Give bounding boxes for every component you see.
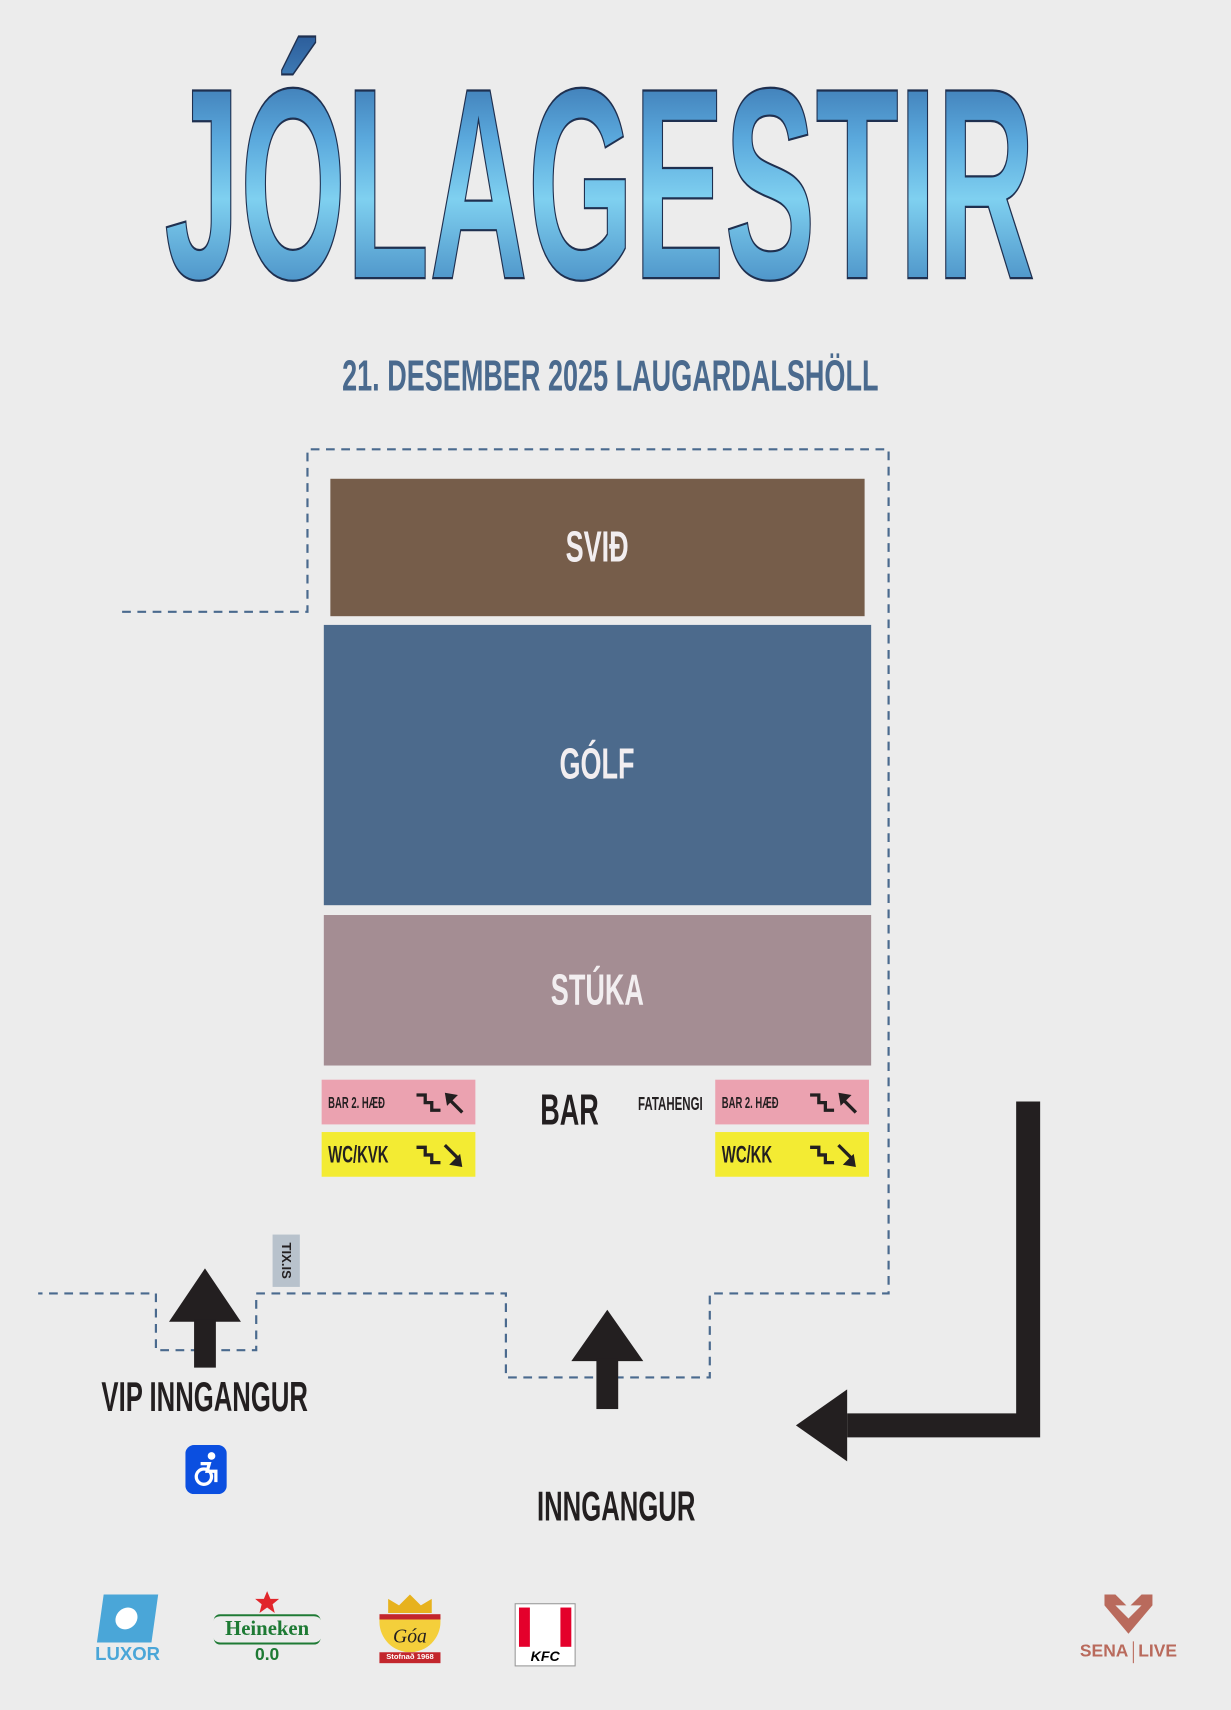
main-entrance-label: INNGANGUR — [536, 1483, 696, 1530]
accessibility-icon — [185, 1445, 227, 1495]
goa-sub: Stofnað 1968 — [379, 1652, 441, 1664]
vip-arrow-icon — [168, 1268, 241, 1368]
zone-floor: GÓLF — [323, 624, 872, 906]
bar-2nd-floor-right: BAR 2. HÆÐ — [715, 1079, 869, 1125]
zone-stands: STÚKA — [323, 915, 872, 1066]
bar-label: BAR 2. HÆÐ — [721, 1093, 779, 1111]
luxor-lamp-icon — [96, 1594, 159, 1643]
heineken-label: Heineken — [213, 1614, 321, 1645]
sena-chevron-icon — [1104, 1594, 1153, 1634]
luxor-label: LUXOR — [95, 1643, 161, 1665]
cloakroom-label: FATAHENGI — [638, 1093, 703, 1115]
kfc-logo: KFC — [514, 1603, 576, 1667]
wc-label: WC/KK — [721, 1140, 773, 1168]
wc-women: WC/KVK — [321, 1132, 476, 1177]
star-icon — [255, 1591, 280, 1613]
event-title: JÓLAGESTIR — [164, 31, 1035, 336]
direction-arrow-icon — [795, 1101, 1041, 1462]
zone-stage: SVIÐ — [330, 478, 865, 617]
entrance-arrow-icon — [571, 1309, 644, 1410]
tix-label: TIX.IS — [278, 1242, 294, 1279]
sena-label: SENA — [1079, 1642, 1129, 1661]
goa-logo: Góa Stofnað 1968 — [379, 1592, 441, 1671]
stairs-up-icon — [810, 1092, 858, 1114]
event-subtitle: 21. DESEMBER 2025 LAUGARDALSHÖLL — [342, 351, 879, 400]
bar-label: BAR 2. HÆÐ — [328, 1093, 385, 1111]
bar-label-main: BAR — [539, 1085, 599, 1134]
live-label: LIVE — [1132, 1641, 1177, 1664]
vip-entrance-label: VIP INNGANGUR — [101, 1374, 309, 1421]
stairs-down-icon — [416, 1143, 463, 1167]
heineken-logo: Heineken 0.0 — [213, 1590, 321, 1673]
kfc-label: KFC — [530, 1647, 560, 1665]
zone-stage-label: SVIÐ — [565, 522, 630, 571]
wc-label: WC/KVK — [328, 1140, 389, 1168]
bar-2nd-floor-left: BAR 2. HÆÐ — [321, 1079, 476, 1125]
stairs-down-icon — [810, 1143, 856, 1167]
crown-icon — [388, 1594, 432, 1613]
zone-floor-label: GÓLF — [559, 740, 636, 789]
luxor-logo: LUXOR — [92, 1594, 164, 1673]
stairs-up-icon — [416, 1092, 464, 1114]
heineken-sub: 0.0 — [254, 1645, 280, 1665]
zone-stands-label: STÚKA — [550, 965, 645, 1014]
wc-men: WC/KK — [715, 1132, 869, 1177]
goa-label: Góa — [379, 1614, 441, 1653]
tix-sign: TIX.IS — [272, 1234, 300, 1287]
